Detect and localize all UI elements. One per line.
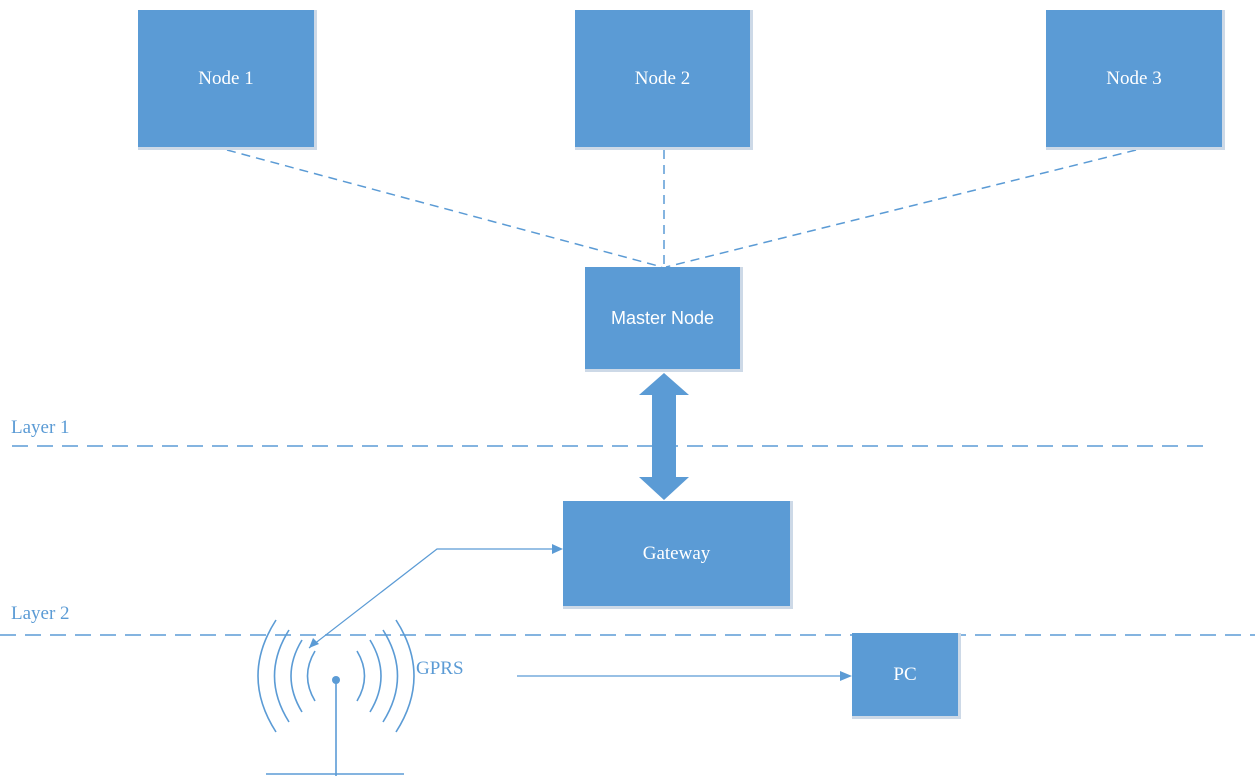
node-2-label: Node 2: [634, 68, 691, 89]
node-1-box: Node 1: [138, 10, 317, 150]
node-3-box: Node 3: [1046, 10, 1225, 150]
master-node-box: Master Node: [585, 267, 743, 372]
master-gateway-double-arrow: [639, 373, 689, 500]
master-node-label: Master Node: [610, 307, 715, 328]
link-node3-master: [665, 149, 1137, 268]
gateway-box: Gateway: [563, 501, 793, 609]
arrowhead-to-gateway: [552, 544, 563, 554]
antenna-center-dot: [332, 676, 340, 684]
node-2-box: Node 2: [575, 10, 753, 150]
layer-2-label: Layer 2: [11, 603, 70, 624]
pc-box: PC: [852, 633, 961, 719]
link-node1-master: [226, 149, 663, 268]
arrowhead-to-pc: [840, 671, 852, 681]
layer-1-label: Layer 1: [11, 417, 70, 438]
pc-label: PC: [893, 663, 917, 685]
node-1-label: Node 1: [198, 68, 254, 89]
arrowhead-to-antenna: [309, 638, 319, 648]
gateway-label: Gateway: [642, 542, 711, 564]
wireless-antenna-icon: [257, 619, 415, 776]
node-3-label: Node 3: [1106, 68, 1162, 89]
antenna-gateway-link: [308, 548, 556, 649]
gprs-label: GPRS: [416, 658, 464, 679]
